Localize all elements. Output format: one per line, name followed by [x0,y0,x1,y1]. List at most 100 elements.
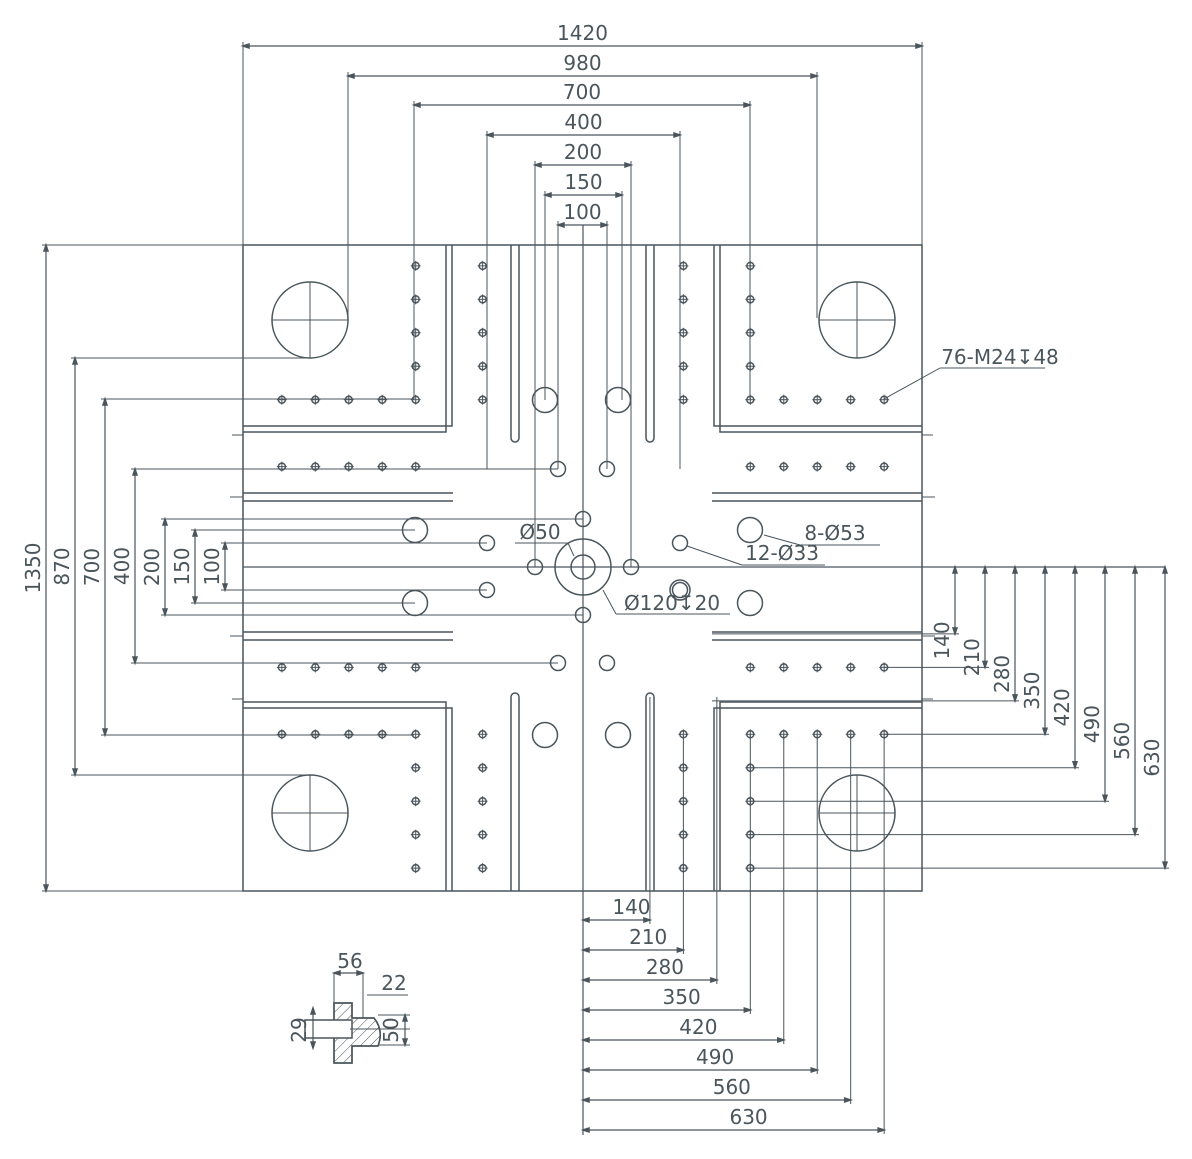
dimension-label: 700 [80,548,104,586]
dimension-label: 140 [930,621,954,659]
dimension-label: 200 [564,140,602,164]
arrowhead [532,161,634,169]
dimension-label: 1420 [557,21,608,45]
slot-end [510,437,520,443]
leader [686,545,743,566]
dimension-label: 150 [170,547,194,585]
dimension-label: 400 [110,547,134,585]
arrowhead [580,916,653,924]
callout-center-50: Ø50 [519,520,560,544]
arrowhead [161,516,169,618]
arrowhead [345,72,820,80]
dimension-label: 200 [140,548,164,586]
center-hole-50 [570,554,596,580]
arrowhead [580,1126,887,1134]
hole-53 [604,386,632,414]
hole-33 [671,581,689,599]
t-slot [243,707,453,891]
arrowhead [580,1036,787,1044]
detail-dim-29: 29 [287,1017,311,1042]
arrowhead [1161,564,1169,871]
dimension-label: 100 [563,200,601,224]
dimension-label: 280 [990,655,1014,693]
arrowhead [240,42,925,50]
detail-dim-50: 50 [379,1017,403,1042]
dimension-label: 490 [1080,705,1104,743]
dimension-label: 630 [1140,738,1164,776]
t-slot [243,245,453,427]
arrowhead [555,221,610,229]
arrowhead [580,1096,854,1104]
arrowhead [580,976,720,984]
slot-end [510,692,520,698]
dimension-label: 420 [679,1015,717,1039]
dimension-label: 870 [50,547,74,585]
arrowhead [42,242,50,894]
dimension-label: 700 [563,80,601,104]
arrowhead [131,466,139,666]
dimension-label: 560 [713,1075,751,1099]
arrowhead [411,101,753,109]
arrowhead [484,131,683,139]
center-ring-120 [554,538,612,596]
arrowhead [1041,564,1049,737]
arrowhead [951,564,959,637]
bore [304,1019,353,1039]
arrowhead [580,1066,820,1074]
leader [567,542,575,557]
dimension-label: 210 [960,638,984,676]
arrowhead [331,969,366,977]
dimension-label: 280 [646,955,684,979]
leader [763,534,801,546]
arrowhead [221,540,229,593]
dimension-label: 420 [1050,688,1074,726]
detail-dim-22: 22 [381,971,406,995]
slot-end [645,437,655,443]
callout-holes-53: 8-Ø53 [804,521,865,545]
dimension-label: 140 [612,895,650,919]
dimension-label: 210 [629,925,667,949]
hole-53 [736,516,764,544]
hole-53 [531,721,559,749]
arrowhead [1071,564,1079,771]
t-slot [243,701,447,891]
arrowhead [191,527,199,606]
detail-dim-56: 56 [337,949,362,973]
dimension-label: 350 [1020,672,1044,710]
dimension-label: 560 [1110,722,1134,760]
arrowhead [1011,564,1019,704]
arrowhead [542,191,625,199]
section-hatch [333,1002,381,1064]
callout-tapped-holes: 76-M24↧48 [941,345,1059,369]
slot-end [645,692,655,698]
callout-holes-33: 12-Ø33 [745,541,819,565]
arrowhead [71,355,79,778]
t-slot [713,707,922,891]
arrowhead [580,946,686,954]
leader [602,589,617,615]
dimension-label: 100 [200,547,224,585]
arrowhead [101,396,109,738]
callout-center-120: Ø120↧20 [624,591,720,615]
arrowhead [309,1005,317,1051]
dimension-label: 350 [663,985,701,1009]
arrowhead [1101,564,1109,804]
arrowhead [981,564,989,670]
arrowhead [401,1012,409,1048]
t-slot [713,245,922,427]
dimension-label: 400 [564,110,602,134]
hole-53 [736,589,764,617]
t-slot [243,245,447,433]
leader [883,367,941,400]
arrowhead [1131,564,1139,838]
dimension-label: 490 [696,1045,734,1069]
hole-33 [598,654,616,672]
dimension-label: 630 [729,1105,767,1129]
dimension-label: 980 [563,51,601,75]
arrowhead [580,1006,753,1014]
hole-53 [604,721,632,749]
t-slot [719,701,922,891]
hole-33 [669,579,691,601]
